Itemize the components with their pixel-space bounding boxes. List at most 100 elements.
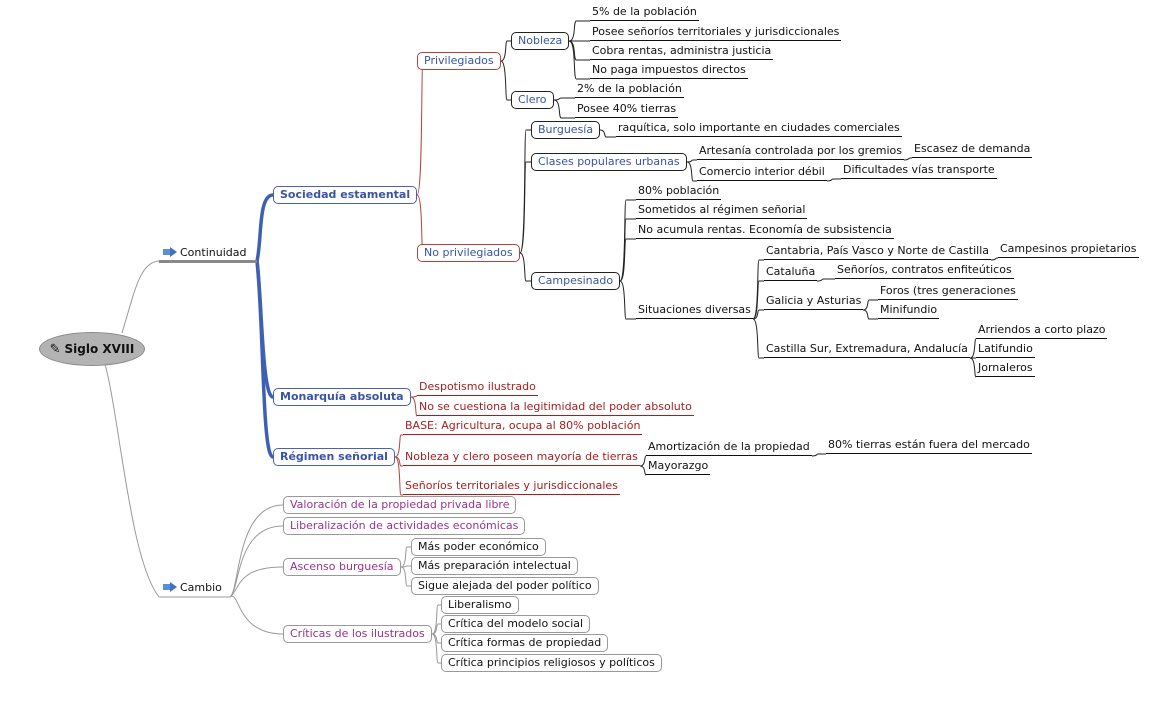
subtopic-item[interactable]: Crítica del modelo social bbox=[441, 615, 591, 633]
topic-valoracion-propiedad[interactable]: Valoración de la propiedad privada libre bbox=[283, 496, 517, 514]
connector-line bbox=[431, 623, 441, 635]
central-topic[interactable]: ✎ Siglo XVIII bbox=[39, 332, 145, 366]
leaf-item[interactable]: No paga impuestos directos bbox=[590, 63, 748, 79]
connector-line bbox=[553, 99, 575, 119]
leaf-item[interactable]: Señoríos, contratos enfiteúticos bbox=[835, 263, 1014, 279]
connector-line bbox=[500, 40, 511, 62]
leaf-item[interactable]: Latifundio bbox=[976, 342, 1035, 358]
leaf-item[interactable]: Foros (tres generaciones bbox=[878, 284, 1018, 300]
cambio-link-line bbox=[229, 525, 284, 598]
connector-line bbox=[394, 434, 403, 458]
connector-line bbox=[752, 280, 764, 320]
topic-label: Valoración de la propiedad privada libre bbox=[290, 498, 510, 511]
leaf-item[interactable]: Artesanía controlada por los gremios bbox=[697, 144, 904, 160]
leaf-item[interactable]: raquítica, solo importante en ciudades c… bbox=[616, 121, 902, 137]
leaf-item[interactable]: Campesinos propietarios bbox=[998, 242, 1139, 258]
topic-regimen-senorial[interactable]: Régimen señorial bbox=[273, 448, 395, 466]
subtopic-item[interactable]: Más poder económico bbox=[411, 538, 546, 556]
connector-line bbox=[519, 161, 531, 254]
leaf-item[interactable]: Galicia y Asturias bbox=[764, 294, 864, 310]
connector-line bbox=[568, 40, 590, 80]
central-topic-label: Siglo XVIII bbox=[64, 342, 135, 356]
connector-line bbox=[568, 40, 590, 61]
subtopic-label: Liberalismo bbox=[448, 598, 512, 611]
arrow-right-icon bbox=[163, 247, 177, 257]
leaf-item[interactable]: 80% tierras están fuera del mercado bbox=[826, 438, 1032, 454]
leaf-item[interactable]: Nobleza y clero poseen mayoría de tierra… bbox=[403, 450, 640, 466]
connector-line bbox=[416, 60, 424, 196]
leaf-item[interactable]: Escasez de demanda bbox=[912, 142, 1033, 158]
connector-line bbox=[686, 161, 697, 182]
leaf-item[interactable]: Castilla Sur, Extremadura, Andalucía bbox=[764, 342, 970, 358]
topic-monarquia-absoluta[interactable]: Monarquía absoluta bbox=[273, 388, 411, 406]
leaf-item[interactable]: 2% de la población bbox=[575, 82, 684, 98]
topic-nobleza[interactable]: Nobleza bbox=[511, 32, 570, 50]
connector-line bbox=[990, 257, 998, 261]
leaf-item[interactable]: Sometidos al régimen señorial bbox=[636, 203, 808, 219]
connector-line bbox=[752, 318, 764, 359]
connector-line bbox=[400, 565, 411, 568]
connector-line bbox=[410, 395, 418, 398]
topic-privilegiados[interactable]: Privilegiados bbox=[417, 52, 501, 70]
leaf-item[interactable]: Jornaleros bbox=[976, 361, 1035, 377]
branch-label: Cambio bbox=[180, 581, 222, 594]
leaf-item[interactable]: Mayorazgo bbox=[646, 459, 711, 475]
leaf-item[interactable]: Cataluña bbox=[764, 265, 818, 281]
topic-no-privilegiados[interactable]: No privilegiados bbox=[417, 244, 520, 262]
topic-label: Privilegiados bbox=[424, 54, 494, 67]
topic-label: Régimen señorial bbox=[280, 450, 388, 463]
topic-criticas-ilustrados[interactable]: Críticas de los ilustrados bbox=[283, 625, 432, 643]
topic-liberalizacion[interactable]: Liberalización de actividades económicas bbox=[283, 517, 526, 535]
topic-sociedad-estamental[interactable]: Sociedad estamental bbox=[273, 186, 418, 204]
cambio-link-line bbox=[229, 595, 284, 635]
leaf-item[interactable]: Cobra rentas, administra justicia bbox=[590, 44, 774, 60]
leaf-item[interactable]: Comercio interior débil bbox=[697, 165, 827, 181]
topic-burguesia[interactable]: Burguesía bbox=[531, 121, 601, 139]
connector-line bbox=[394, 456, 403, 496]
topic-campesinado[interactable]: Campesinado bbox=[531, 272, 621, 290]
subtopic-item[interactable]: Crítica formas de propiedad bbox=[441, 634, 609, 652]
subtopic-item[interactable]: Crítica principios religiosos y político… bbox=[441, 654, 662, 672]
connector-line bbox=[519, 129, 531, 254]
branch-underline bbox=[159, 260, 257, 263]
subtopic-label: Más poder económico bbox=[418, 540, 539, 553]
subtopic-item[interactable]: Más preparación intelectual bbox=[411, 557, 578, 575]
connector-line bbox=[519, 252, 531, 282]
topic-label: Liberalización de actividades económicas bbox=[290, 519, 519, 532]
leaf-item[interactable]: Arriendos a corto plazo bbox=[976, 323, 1108, 339]
topic-ascenso-burguesia[interactable]: Ascenso burguesía bbox=[283, 558, 401, 576]
leaf-item[interactable]: Dificultades vías transporte bbox=[841, 163, 997, 179]
connector-line bbox=[394, 456, 403, 467]
leaf-item[interactable]: Amortización de la propiedad bbox=[646, 440, 812, 456]
continuidad-to-monarquia-line bbox=[255, 260, 274, 399]
continuidad-to-sociedad-line bbox=[255, 193, 274, 262]
topic-clero[interactable]: Clero bbox=[511, 91, 554, 109]
connector-line bbox=[826, 178, 841, 182]
leaf-item[interactable]: Minifundio bbox=[878, 303, 940, 319]
leaf-item[interactable]: Situaciones diversas bbox=[636, 303, 753, 319]
leaf-item[interactable]: 5% de la población bbox=[590, 5, 699, 21]
connector-line bbox=[619, 199, 636, 282]
leaf-item[interactable]: No se cuestiona la legitimidad del poder… bbox=[417, 400, 694, 416]
subtopic-label: Sigue alejada del poder político bbox=[418, 579, 592, 592]
subtopic-label: Crítica principios religiosos y político… bbox=[448, 656, 655, 669]
subtopic-item[interactable]: Liberalismo bbox=[441, 596, 519, 614]
connector-line bbox=[811, 453, 826, 457]
scroll-icon: ✎ bbox=[49, 341, 61, 357]
leaf-item[interactable]: Posee señoríos territoriales y jurisdicc… bbox=[590, 25, 842, 41]
leaf-item[interactable]: Despotismo ilustrado bbox=[417, 380, 538, 396]
leaf-item[interactable]: Cantabria, País Vasco y Norte de Castill… bbox=[764, 244, 992, 260]
branch-label: Continuidad bbox=[180, 246, 247, 259]
branch-cambio[interactable]: Cambio bbox=[163, 581, 222, 594]
leaf-item[interactable]: Posee 40% tierras bbox=[575, 102, 679, 118]
leaf-item[interactable]: Señoríos territoriales y jurisdiccionale… bbox=[403, 479, 620, 495]
connector-line bbox=[686, 159, 697, 163]
connector-line bbox=[599, 129, 616, 138]
leaf-item[interactable]: BASE: Agricultura, ocupa al 80% població… bbox=[403, 419, 643, 435]
branch-continuidad[interactable]: Continuidad bbox=[163, 246, 246, 259]
subtopic-item[interactable]: Sigue alejada del poder político bbox=[411, 577, 599, 595]
connector-line bbox=[862, 299, 878, 311]
leaf-item[interactable]: No acumula rentas. Economía de subsisten… bbox=[636, 223, 894, 239]
leaf-item[interactable]: 80% población bbox=[636, 184, 722, 200]
topic-clases-populares-urbanas[interactable]: Clases populares urbanas bbox=[531, 153, 687, 171]
